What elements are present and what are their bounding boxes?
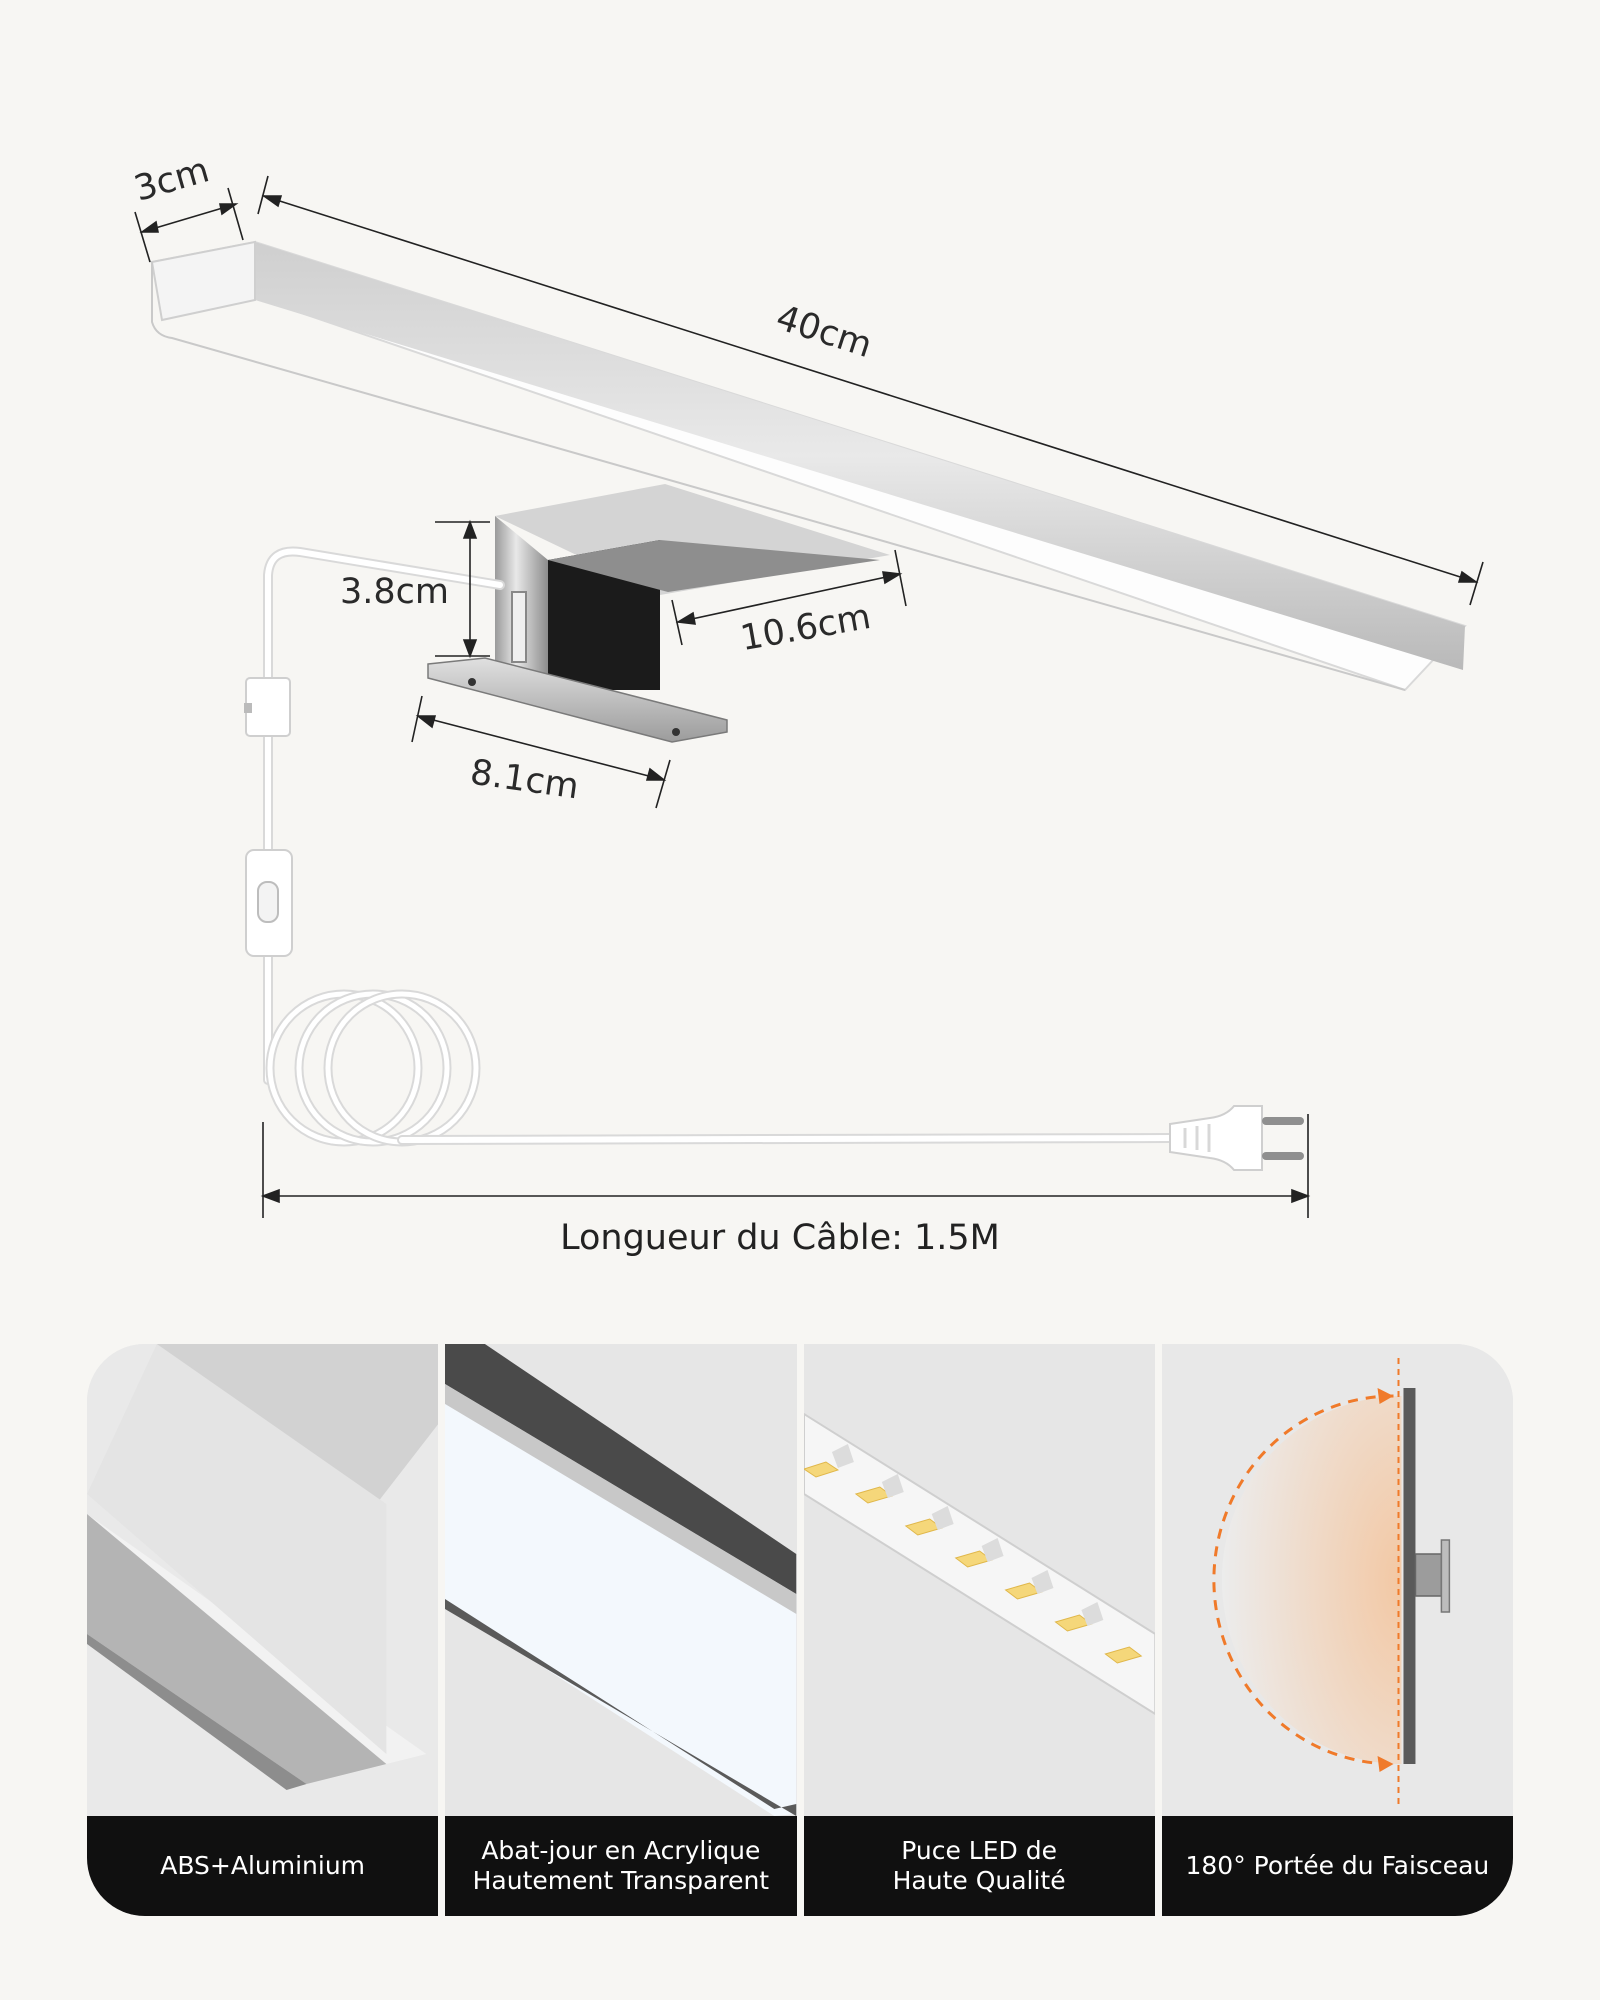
feature-panel-led: Puce LED de Haute Qualité <box>803 1344 1155 1916</box>
cable-length-label: Longueur du Câble: 1.5M <box>560 1218 1000 1258</box>
mounting-bracket <box>427 484 890 743</box>
feature-caption: 180° Portée du Faisceau <box>1161 1816 1513 1916</box>
aluminium-profile-closeup <box>87 1344 439 1816</box>
eu-plug-icon <box>1169 1105 1304 1171</box>
light-bar <box>148 240 1467 692</box>
feature-panel-diffuser: Abat-jour en Acrylique Hautement Transpa… <box>445 1344 797 1916</box>
feature-panel-material: ABS+Aluminium <box>87 1344 439 1916</box>
beam-angle-illustration <box>1161 1344 1513 1816</box>
power-cable <box>263 546 1175 1147</box>
feature-caption: Abat-jour en Acrylique Hautement Transpa… <box>445 1816 797 1916</box>
inline-switch-icon <box>245 849 293 957</box>
feature-caption: Puce LED de Haute Qualité <box>803 1816 1155 1916</box>
feature-panel-beam: 180° Portée du Faisceau <box>1161 1344 1513 1916</box>
product-dimension-diagram <box>134 175 1484 1218</box>
cable-connector-icon <box>244 677 291 737</box>
led-strip-closeup <box>803 1344 1155 1816</box>
acrylic-diffuser-closeup <box>445 1344 797 1816</box>
feature-caption: ABS+Aluminium <box>87 1816 439 1916</box>
dimension-lines <box>134 175 1484 1218</box>
bracket-height-label: 3.8cm <box>340 572 449 612</box>
feature-panels: ABS+Aluminium Abat-jour en Acrylique Hau… <box>87 1344 1513 1916</box>
